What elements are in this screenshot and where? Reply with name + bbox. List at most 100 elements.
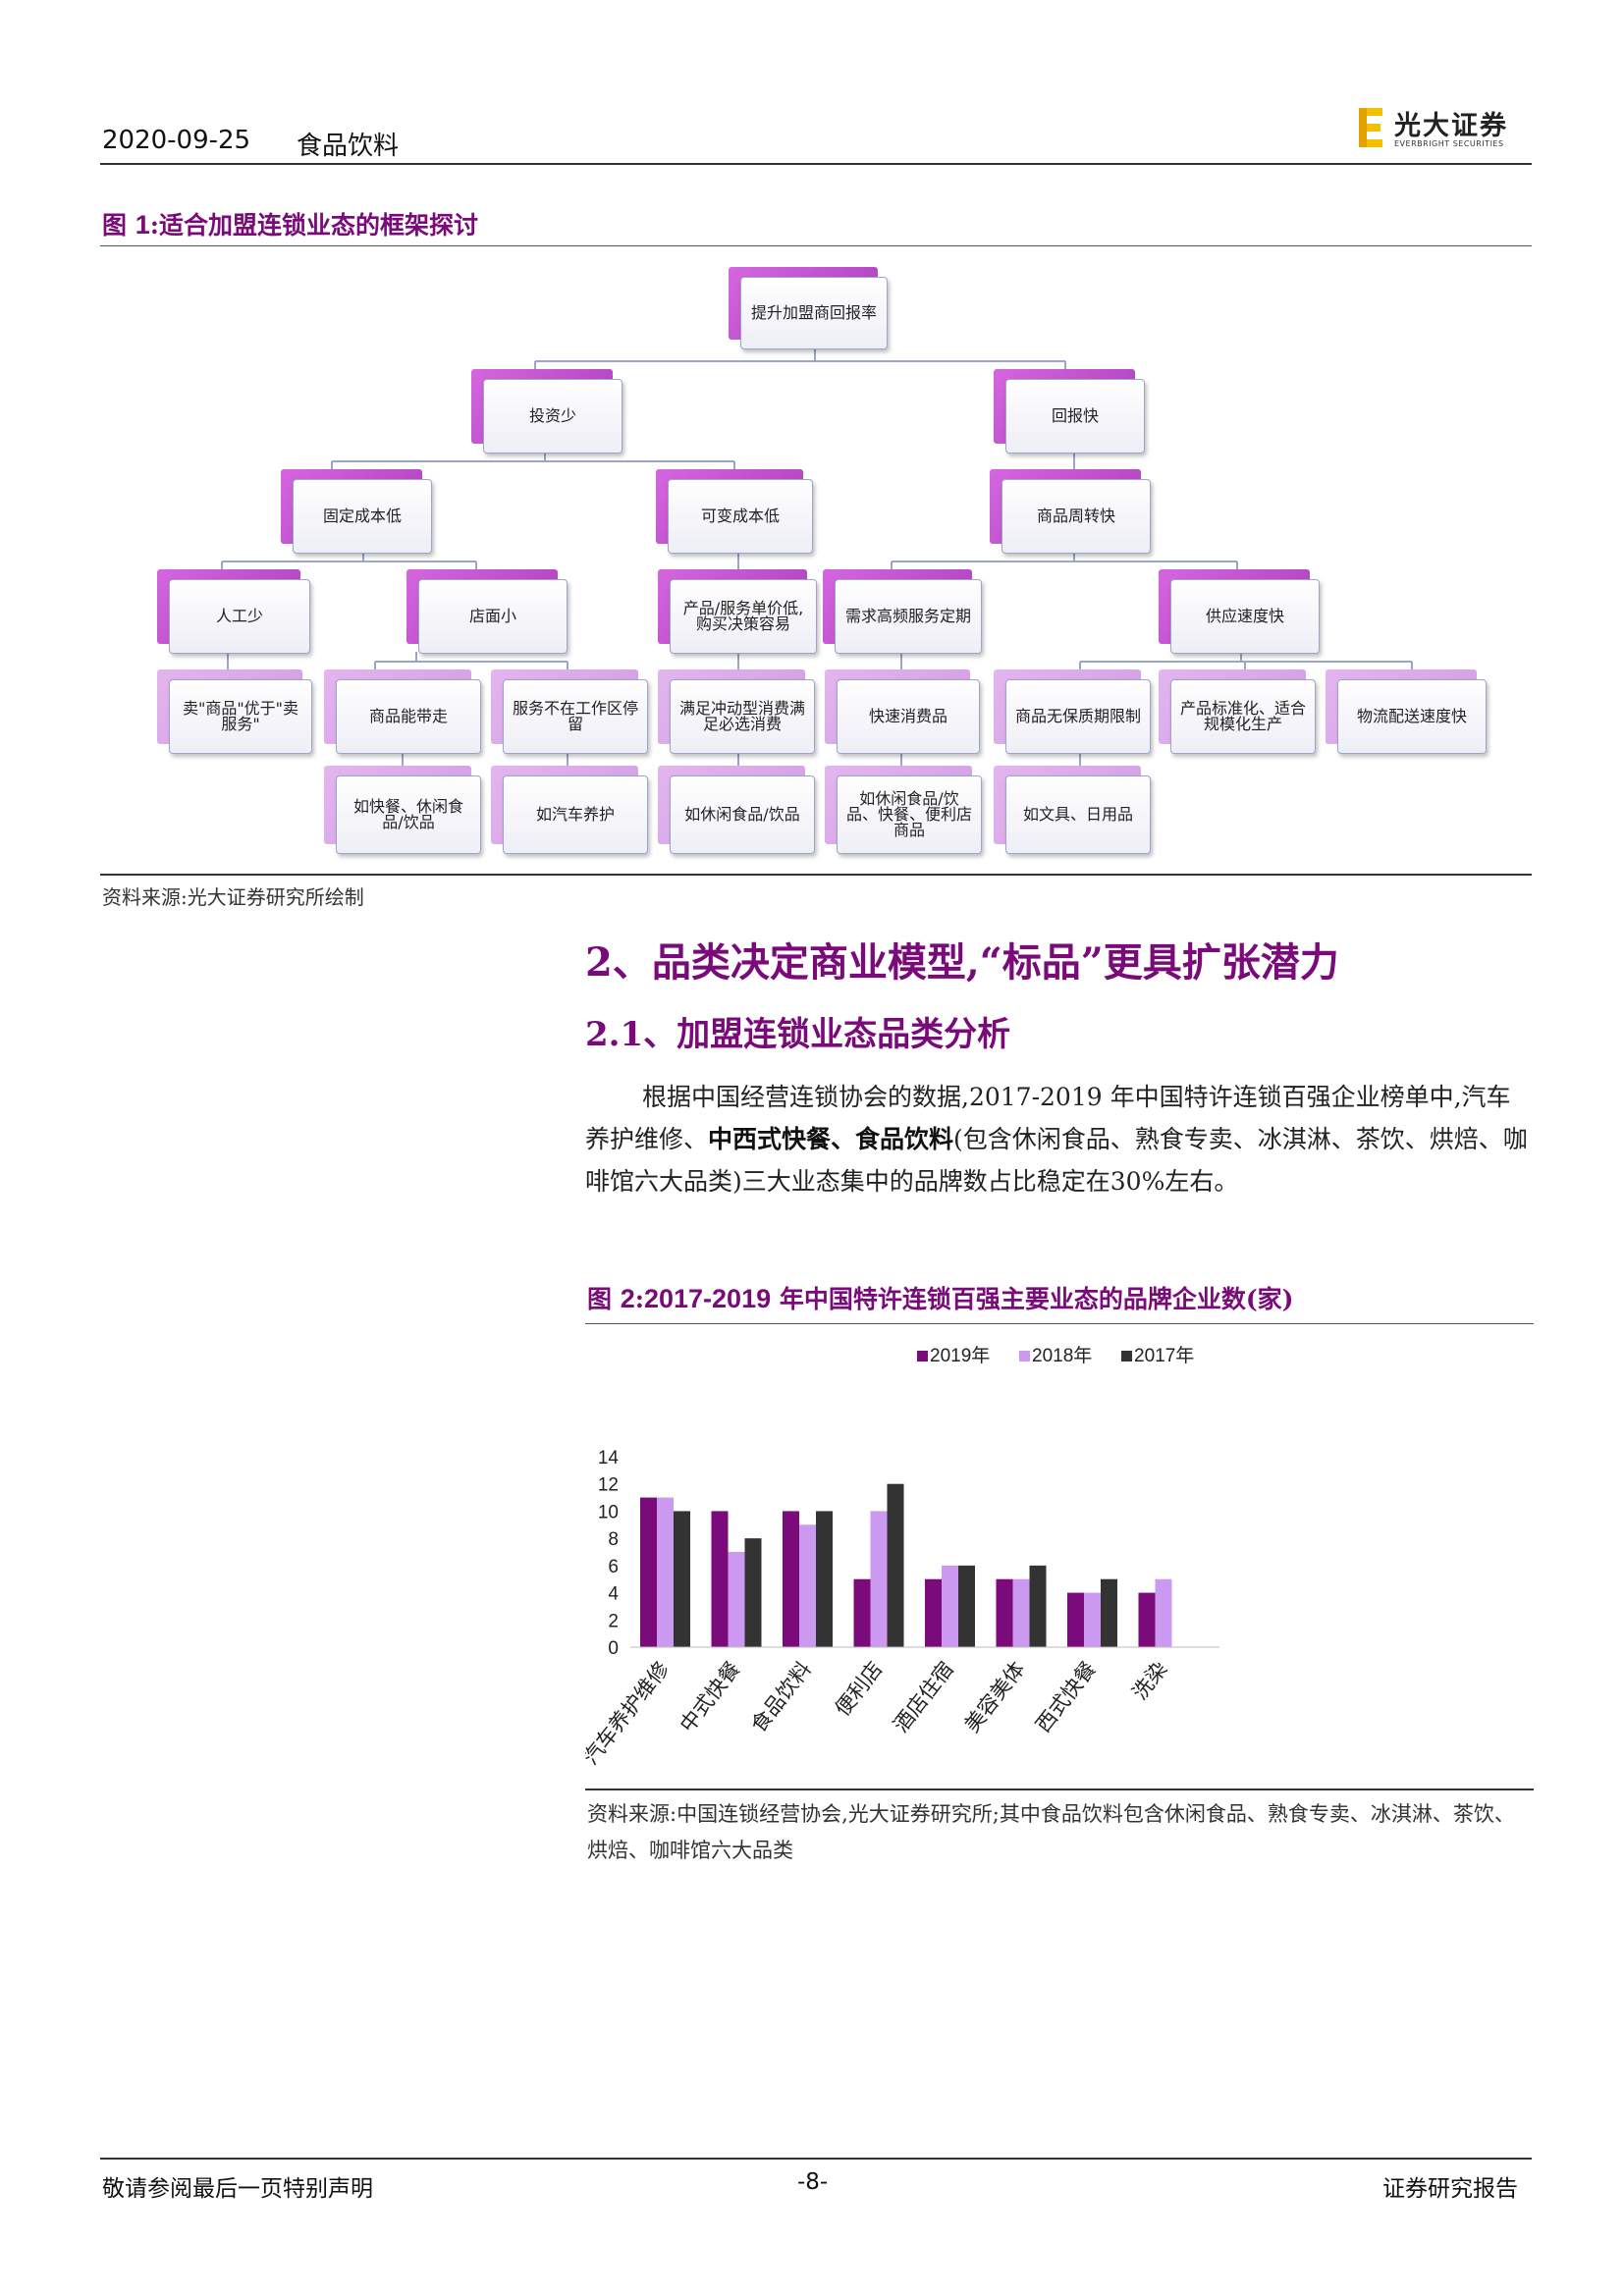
body-paragraph: 根据中国经营连锁协会的数据,2017-2019 年中国特许连锁百强企业榜单中,汽… bbox=[585, 1076, 1534, 1202]
x-category-label: 食品饮料 bbox=[746, 1657, 816, 1736]
figure1-top-rule bbox=[100, 245, 1532, 246]
bar bbox=[958, 1565, 975, 1647]
chart-node-take-away: 商品能带走 bbox=[324, 669, 481, 754]
chart-node-logistics: 物流配送速度快 bbox=[1326, 669, 1487, 754]
bar bbox=[744, 1538, 762, 1647]
figure1-title: 图 1:适合加盟连锁业态的框架探讨 bbox=[102, 206, 478, 241]
x-category-label: 酒店住宿 bbox=[889, 1657, 958, 1736]
bar bbox=[799, 1524, 816, 1647]
chart-node-invest-less: 投资少 bbox=[471, 369, 623, 454]
bar bbox=[1101, 1578, 1117, 1647]
bar bbox=[887, 1483, 904, 1647]
bar bbox=[711, 1511, 729, 1647]
bar bbox=[1029, 1565, 1047, 1647]
chart-node-root: 提升加盟商回报率 bbox=[729, 267, 888, 349]
bar bbox=[1155, 1578, 1172, 1647]
chart-node-fast-consume: 快速消费品 bbox=[825, 669, 980, 754]
y-tick-label: 14 bbox=[598, 1448, 620, 1468]
chart-node-no-shelf: 商品无保质期限制 bbox=[994, 669, 1151, 754]
chart-node-eg-car: 如汽车养护 bbox=[491, 766, 648, 854]
header-date: 2020-09-25 bbox=[102, 126, 251, 155]
y-tick-label: 2 bbox=[608, 1611, 619, 1631]
chart-node-price-low: 产品/服务单价低,购买决策容易 bbox=[658, 569, 817, 654]
para-part-2: (包含休闲食品、熟食专卖、冰淇淋、茶饮、烘焙、咖啡馆六大品类)三大业态集中的品牌… bbox=[585, 1125, 1528, 1196]
chart-node-impulse: 满足冲动型消费满足必选消费 bbox=[658, 669, 815, 754]
figure2-title-text: 年中国特许连锁百强主要业态的品牌企业数(家) bbox=[771, 1285, 1294, 1313]
logo-chinese-name: 光大证券 bbox=[1394, 111, 1508, 141]
subsection-heading: 2.1、加盟连锁业态品类分析 bbox=[585, 1015, 1011, 1054]
figure2-title-years: 2017-2019 bbox=[643, 1284, 772, 1313]
legend-label: 2017年 bbox=[1134, 1345, 1194, 1366]
y-tick-label: 10 bbox=[598, 1502, 619, 1522]
chart-node-demand-high: 需求高频服务定期 bbox=[823, 569, 982, 654]
x-category-label: 美容美体 bbox=[960, 1657, 1030, 1736]
figure1-title-text: :适合加盟连锁业态的框架探讨 bbox=[149, 211, 478, 240]
footer-divider bbox=[100, 2158, 1532, 2160]
company-logo: 光大证券 EVERBRIGHT SECURITIES bbox=[1357, 104, 1534, 153]
bar bbox=[674, 1511, 690, 1647]
bar bbox=[1012, 1578, 1030, 1647]
y-tick-label: 6 bbox=[608, 1557, 619, 1577]
figure2-number: 2 bbox=[620, 1284, 635, 1313]
section-heading: 2、品类决定商业模型,“标品”更具扩张潜力 bbox=[585, 939, 1339, 986]
chart-node-labor-less: 人工少 bbox=[157, 569, 310, 654]
bar bbox=[942, 1565, 958, 1647]
chart-node-eg-fastfood: 如快餐、休闲食品/饮品 bbox=[324, 766, 481, 854]
chart-node-variable-cost-low: 可变成本低 bbox=[656, 469, 813, 554]
y-tick-label: 12 bbox=[598, 1475, 619, 1496]
y-tick-label: 0 bbox=[608, 1638, 619, 1659]
footer-disclaimer: 敬请参阅最后一页特别声明 bbox=[102, 2176, 373, 2202]
chart-node-fixed-cost-low: 固定成本低 bbox=[281, 469, 432, 554]
x-category-label: 便利店 bbox=[831, 1657, 888, 1720]
legend-swatch bbox=[917, 1351, 928, 1362]
chart-node-store-small: 店面小 bbox=[406, 569, 568, 654]
header-category: 食品饮料 bbox=[297, 132, 400, 161]
figure2-title: 图 2:2017-2019 年中国特许连锁百强主要业态的品牌企业数(家) bbox=[587, 1280, 1293, 1315]
legend-label: 2019年 bbox=[930, 1345, 990, 1366]
legend-swatch bbox=[1019, 1351, 1030, 1362]
header-divider bbox=[100, 163, 1532, 165]
chart-x-axis: 汽车养护维修中式快餐食品饮料便利店酒店住宿美容美体西式快餐洗染 bbox=[585, 1646, 1219, 1769]
bar bbox=[728, 1552, 745, 1647]
figure2-colon: : bbox=[634, 1285, 644, 1313]
chart-node-standard: 产品标准化、适合规模化生产 bbox=[1159, 669, 1316, 754]
bar bbox=[783, 1511, 799, 1647]
logo-mark-icon bbox=[1359, 108, 1382, 147]
figure2-label: 图 bbox=[587, 1285, 621, 1313]
chart-node-turnover-fast: 商品周转快 bbox=[990, 469, 1151, 554]
chart-node-eg-snack2: 如休闲食品/饮品、快餐、便利店商品 bbox=[825, 766, 982, 854]
bar bbox=[1067, 1592, 1084, 1647]
bar bbox=[870, 1511, 888, 1647]
figure2-bottom-rule bbox=[585, 1789, 1534, 1790]
chart-node-return-fast: 回报快 bbox=[994, 369, 1145, 454]
chart-node-sell-goods: 卖"商品"优于"卖服务" bbox=[157, 669, 312, 754]
y-tick-label: 4 bbox=[608, 1584, 619, 1605]
figure1-source: 资料来源:光大证券研究所绘制 bbox=[102, 885, 364, 909]
bar bbox=[816, 1511, 833, 1647]
x-category-label: 西式快餐 bbox=[1031, 1657, 1101, 1736]
figure1-number: 1 bbox=[135, 210, 150, 240]
bar bbox=[1084, 1592, 1101, 1647]
bar bbox=[925, 1578, 942, 1647]
chart-node-not-stay: 服务不在工作区停留 bbox=[491, 669, 648, 754]
bar bbox=[1138, 1592, 1156, 1647]
bar bbox=[996, 1578, 1013, 1647]
figure2-source: 资料来源:中国连锁经营协会,光大证券研究所;其中食品饮料包含休闲食品、熟食专卖、… bbox=[587, 1802, 1515, 1862]
x-category-label: 汽车养护维修 bbox=[585, 1657, 674, 1769]
chart-node-supply-fast: 供应速度快 bbox=[1159, 569, 1320, 654]
legend-label: 2018年 bbox=[1032, 1345, 1092, 1366]
page-number: -8- bbox=[797, 2169, 829, 2195]
legend-swatch bbox=[1121, 1351, 1132, 1362]
x-category-label: 洗染 bbox=[1128, 1657, 1172, 1704]
bar bbox=[853, 1578, 871, 1647]
bar bbox=[640, 1497, 657, 1647]
chart-legend: 2019年 2018年 2017年 bbox=[917, 1345, 1194, 1366]
footer-report-type: 证券研究报告 bbox=[1382, 2176, 1518, 2202]
chart-node-eg-stationery: 如文具、日用品 bbox=[994, 766, 1151, 854]
chart-node-eg-snack: 如休闲食品/饮品 bbox=[658, 766, 815, 854]
bar bbox=[657, 1497, 674, 1647]
figure1-bottom-rule bbox=[100, 874, 1532, 876]
para-bold: 中西式快餐、食品饮料 bbox=[708, 1125, 954, 1153]
